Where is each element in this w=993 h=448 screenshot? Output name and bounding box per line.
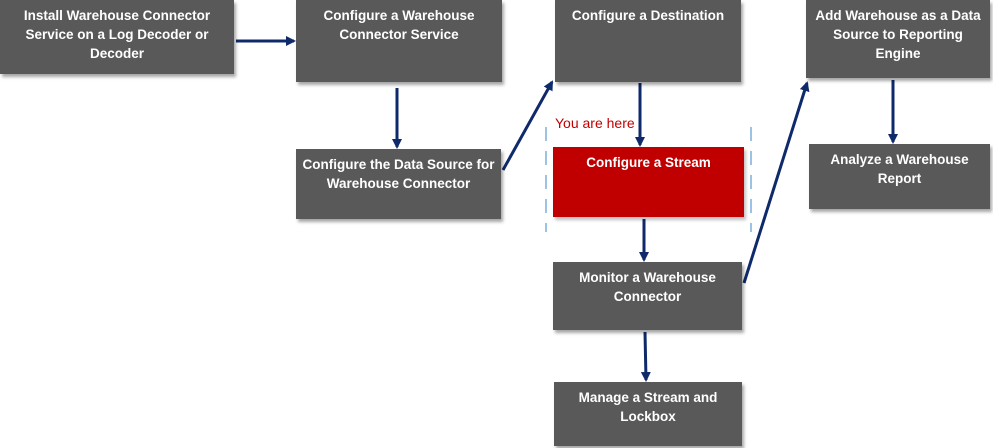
step-configure-destination[interactable]: Configure a Destination bbox=[555, 0, 741, 82]
step-configure-data-source[interactable]: Configure the Data Source for Warehouse … bbox=[296, 149, 501, 219]
arrow-monitor-to-manage bbox=[640, 331, 651, 382]
step-configure-warehouse-connector-service[interactable]: Configure a Warehouse Connector Service bbox=[296, 0, 502, 82]
step-monitor-warehouse-connector[interactable]: Monitor a Warehouse Connector bbox=[553, 262, 742, 330]
step-configure-data-source-label: Configure the Data Source for Warehouse … bbox=[302, 157, 495, 191]
step-add-warehouse-label: Add Warehouse as a Data Source to Report… bbox=[815, 8, 981, 61]
step-manage-stream-label: Manage a Stream and Lockbox bbox=[578, 390, 718, 424]
step-manage-stream-and-lockbox[interactable]: Manage a Stream and Lockbox bbox=[554, 382, 742, 446]
step-monitor-label: Monitor a Warehouse Connector bbox=[579, 270, 716, 304]
step-install-warehouse-connector[interactable]: Install Warehouse Connector Service on a… bbox=[0, 0, 234, 74]
step-configure-stream[interactable]: Configure a Stream bbox=[553, 147, 744, 217]
step-configure-stream-label: Configure a Stream bbox=[586, 155, 711, 170]
step-analyze-warehouse-report[interactable]: Analyze a Warehouse Report bbox=[809, 144, 990, 209]
step-analyze-report-label: Analyze a Warehouse Report bbox=[830, 152, 969, 186]
step-configure-destination-label: Configure a Destination bbox=[571, 8, 725, 23]
step-configure-service-label: Configure a Warehouse Connector Service bbox=[323, 8, 475, 42]
you-are-here-marker: You are here bbox=[555, 115, 635, 131]
step-add-warehouse-data-source[interactable]: Add Warehouse as a Data Source to Report… bbox=[806, 0, 990, 78]
arrow-data-source-to-destination bbox=[501, 80, 554, 171]
arrow-monitor-to-add-warehouse bbox=[742, 81, 810, 284]
step-install-label: Install Warehouse Connector Service on a… bbox=[23, 8, 211, 61]
